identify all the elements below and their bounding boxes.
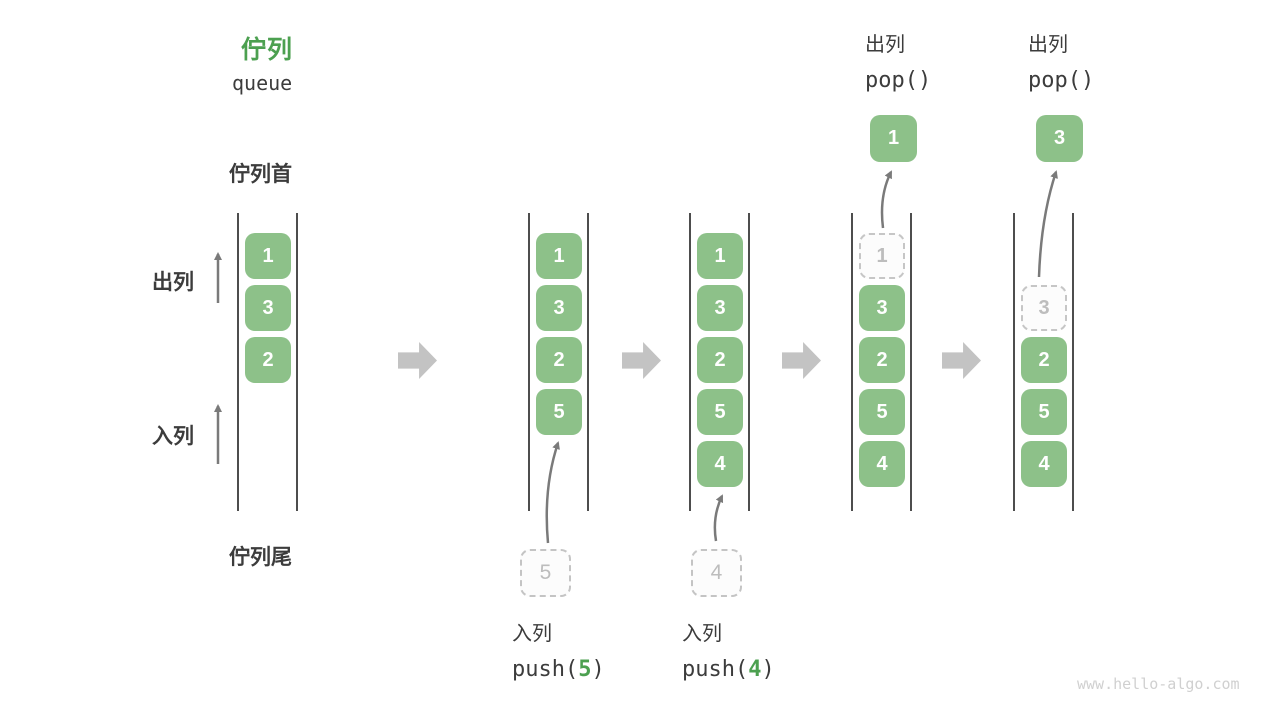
queue-cell: 2	[536, 337, 582, 383]
queue-cell: 4	[1021, 441, 1067, 487]
queue-cell: 3	[859, 285, 905, 331]
diagram-subtitle: queue	[232, 71, 293, 95]
queue-front-label: 佇列首	[229, 163, 292, 186]
staged-cell: 4	[691, 549, 742, 597]
push-arg: 4	[748, 657, 762, 682]
queue-cell: 2	[1021, 337, 1067, 383]
pop-code: pop()	[1028, 68, 1095, 93]
queue-cell: 2	[697, 337, 743, 383]
diagram-title: 佇列	[241, 36, 294, 64]
queue-cell: 3	[245, 285, 291, 331]
push-label: 入列	[512, 623, 552, 645]
popped-cell: 1	[870, 115, 917, 162]
enqueue-side-label: 入列	[152, 425, 194, 448]
staged-cell: 5	[520, 549, 571, 597]
queue-state-5: 3 2 5 4	[1013, 213, 1074, 511]
pop-operation-label-2: 出列 pop()	[1028, 28, 1094, 98]
push-label: 入列	[682, 623, 722, 645]
watermark: www.hello-algo.com	[1077, 675, 1240, 693]
right-arrow-icon	[398, 342, 437, 379]
popped-cell: 3	[1036, 115, 1083, 162]
queue-cell: 1	[536, 233, 582, 279]
queue-cell: 4	[697, 441, 743, 487]
pop-operation-label-1: 出列 pop()	[865, 28, 931, 98]
queue-cell: 5	[1021, 389, 1067, 435]
queue-cell: 3	[697, 285, 743, 331]
queue-cell: 4	[859, 441, 905, 487]
queue-cell: 2	[859, 337, 905, 383]
right-arrow-icon	[782, 342, 821, 379]
push-code: push(4)	[682, 657, 775, 682]
pop-label: 出列	[865, 34, 905, 56]
pop-label: 出列	[1028, 34, 1068, 56]
queue-cell: 5	[859, 389, 905, 435]
push-arg: 5	[578, 657, 592, 682]
queue-cell: 5	[697, 389, 743, 435]
pop-code: pop()	[865, 68, 932, 93]
ghost-cell: 3	[1021, 285, 1067, 331]
queue-cell: 1	[697, 233, 743, 279]
queue-cell: 2	[245, 337, 291, 383]
queue-cell: 1	[245, 233, 291, 279]
dequeue-side-label: 出列	[152, 271, 194, 294]
queue-state-1: 1 3 2	[237, 213, 298, 511]
queue-cell: 5	[536, 389, 582, 435]
right-arrow-icon	[942, 342, 981, 379]
push-code: push(5)	[512, 657, 605, 682]
push-operation-label-2: 入列 push(4)	[682, 617, 775, 687]
queue-rear-label: 佇列尾	[229, 546, 292, 569]
queue-state-4: 1 3 2 5 4	[851, 213, 912, 511]
queue-state-2: 1 3 2 5	[528, 213, 589, 511]
right-arrow-icon	[622, 342, 661, 379]
push-operation-label-1: 入列 push(5)	[512, 617, 605, 687]
queue-state-3: 1 3 2 5 4	[689, 213, 750, 511]
ghost-cell: 1	[859, 233, 905, 279]
queue-cell: 3	[536, 285, 582, 331]
